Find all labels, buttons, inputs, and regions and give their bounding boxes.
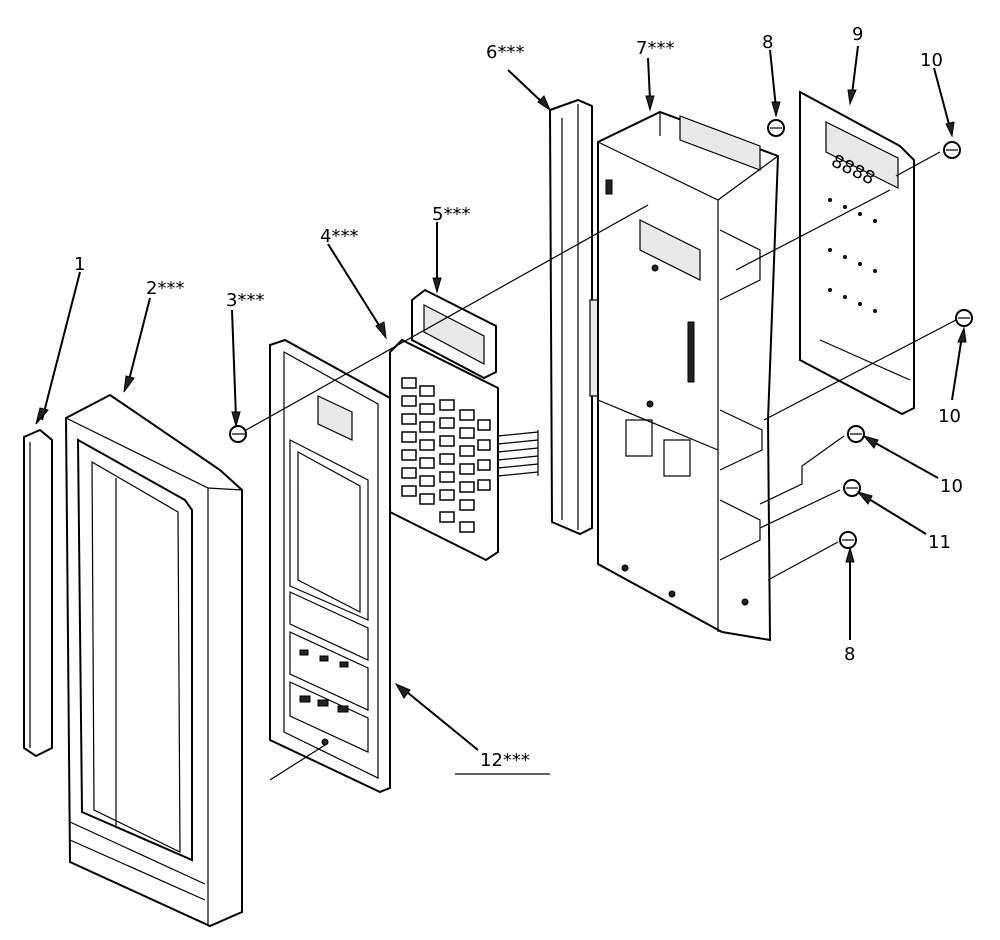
part-5-display-gasket — [411, 288, 497, 380]
callout-5: 5*** — [432, 204, 470, 225]
part-1-seal-strip — [23, 428, 53, 758]
part-4-membrane-keypad — [389, 338, 539, 562]
callout-11: 11 — [928, 532, 951, 553]
keypad-keys — [401, 377, 491, 533]
keypad-ribbon-cable — [497, 430, 539, 477]
part-3-screw — [229, 425, 247, 443]
part-8-screw-bottom — [839, 531, 857, 549]
callout-10-lower: 10 — [940, 476, 963, 497]
callout-8-bottom: 8 — [844, 644, 855, 665]
part-11-screw — [843, 479, 861, 497]
callout-1: 1 — [74, 254, 85, 275]
callout-9: 9 — [852, 24, 863, 45]
callout-8-top: 8 — [762, 32, 773, 53]
callout-10-middle: 10 — [938, 406, 961, 427]
part-2-door-frame — [64, 393, 243, 928]
part-10-screw-middle — [955, 309, 973, 327]
part-10-screw-top — [943, 141, 961, 159]
part-10-screw-lower — [847, 425, 865, 443]
part-7-control-board-housing — [597, 110, 780, 642]
display-board-dots — [828, 198, 877, 313]
assembly-lines — [245, 151, 957, 781]
part-8-screw-top — [767, 119, 785, 137]
callout-labels: 1 2*** 3*** 4*** 5*** 6*** 7*** 8 9 10 1… — [74, 24, 963, 771]
part-6-bracket — [548, 98, 607, 536]
callout-3: 3*** — [226, 290, 264, 311]
part-9-display-board: 8888 — [799, 90, 915, 416]
leader-lines — [35, 45, 967, 775]
callout-4: 4*** — [320, 226, 358, 247]
callout-6: 6*** — [486, 42, 524, 63]
callout-10-top: 10 — [920, 50, 943, 71]
part-12-control-panel — [269, 338, 391, 794]
callout-12: 12*** — [480, 750, 530, 771]
callout-7: 7*** — [636, 38, 674, 59]
callout-2: 2*** — [146, 278, 184, 299]
